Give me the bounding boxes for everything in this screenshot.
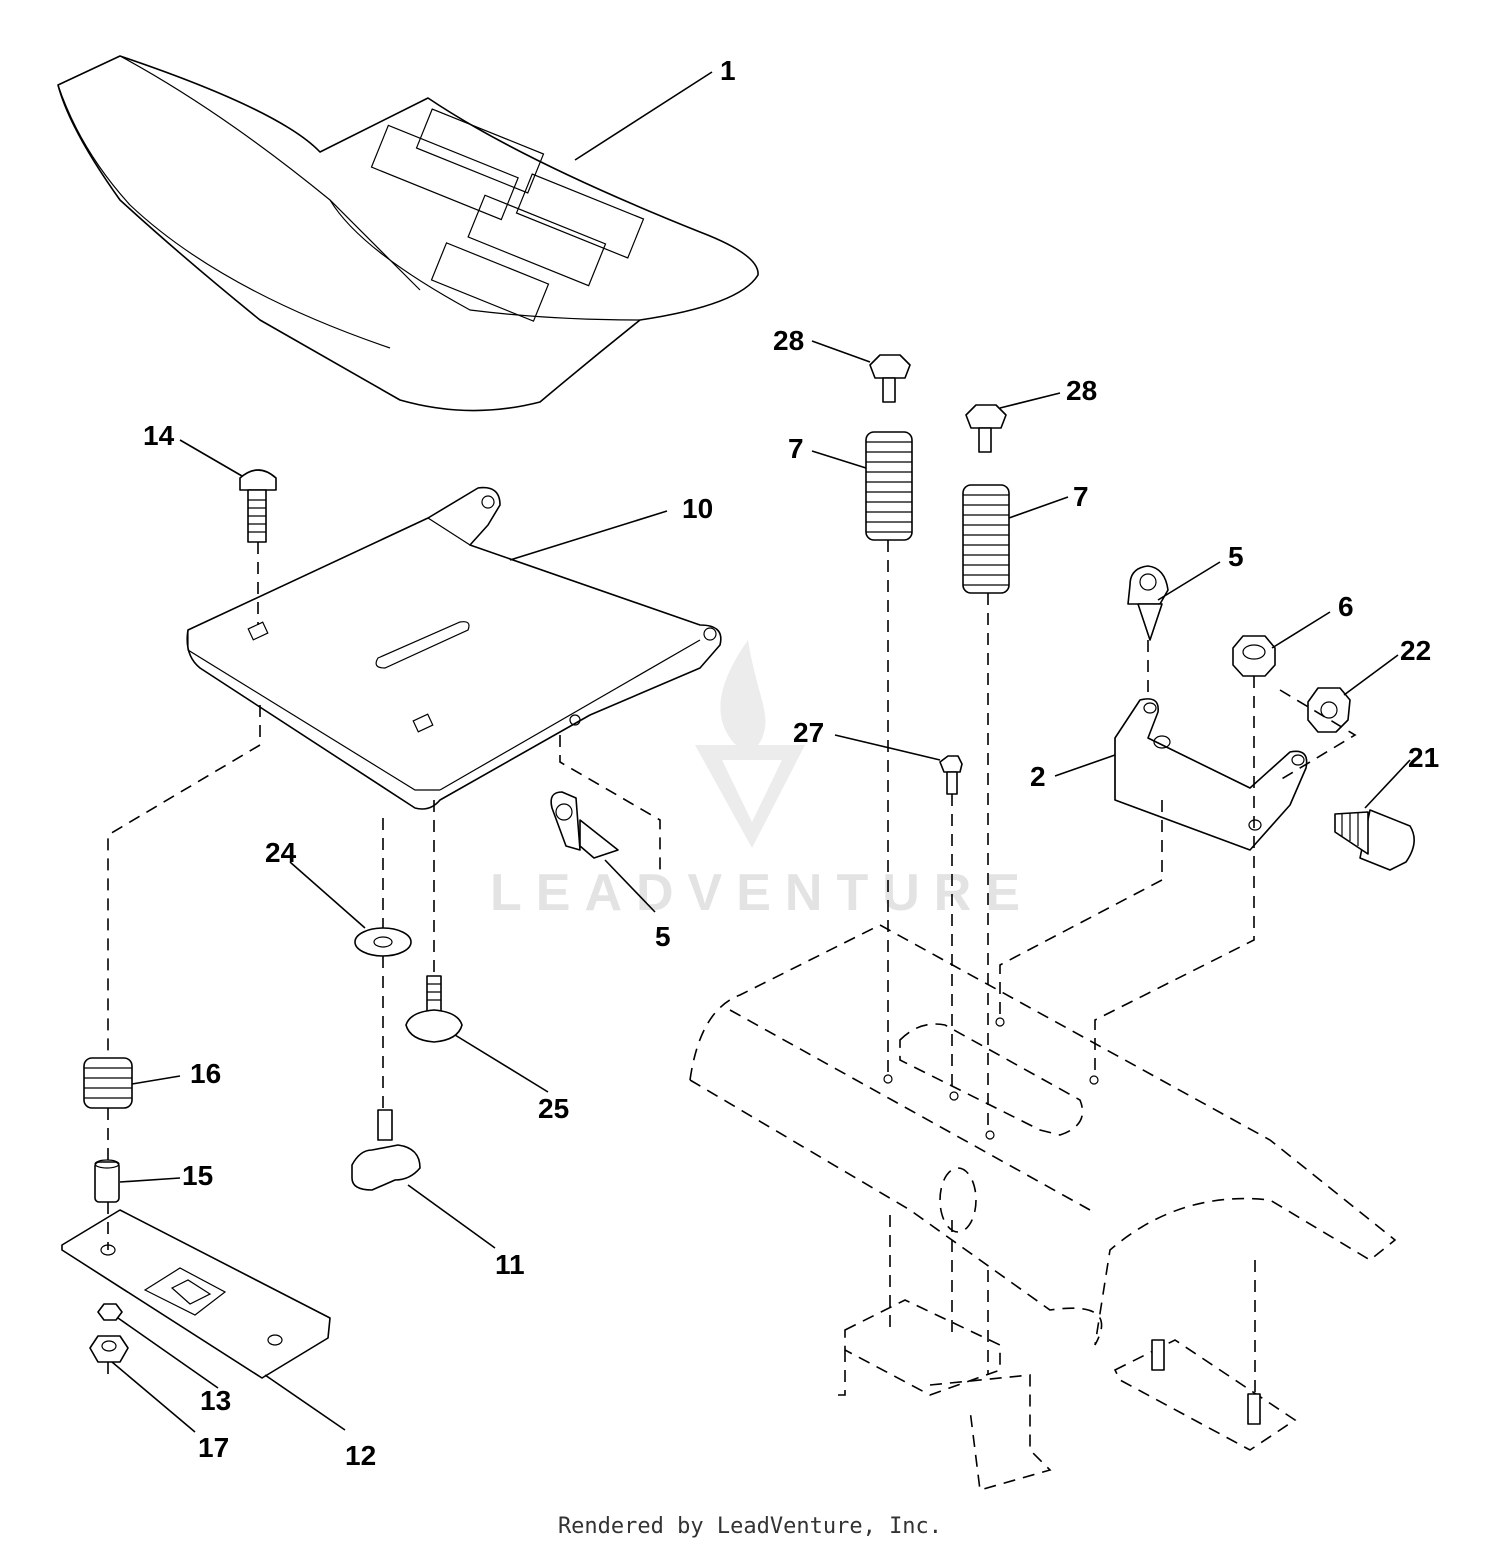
callout-labels: 1 2 5 5 6 7 7 10 11 12 13 14 15 16 17 21… (143, 55, 1439, 1471)
spring-part-7-left (865, 431, 913, 541)
callout-7-left: 7 (788, 433, 804, 464)
watermark: LEADVENTURE (490, 640, 1034, 922)
callout-13: 13 (200, 1385, 231, 1416)
clip-part-5-right (1127, 565, 1169, 641)
shoulder-bolt-part-21 (1334, 809, 1415, 871)
leader-lines (111, 71, 1411, 1433)
bracket-part-2 (1114, 698, 1308, 851)
clip-part-5-left (550, 791, 619, 859)
callout-16: 16 (190, 1058, 221, 1089)
screw-part-28-right (965, 404, 1007, 453)
callout-1: 1 (720, 55, 736, 86)
callout-24: 24 (265, 837, 297, 868)
callout-28-left: 28 (773, 325, 804, 356)
lock-nut-part-6 (1232, 635, 1276, 677)
callout-2: 2 (1030, 761, 1046, 792)
callout-6: 6 (1338, 591, 1354, 622)
callout-21: 21 (1408, 742, 1439, 773)
screw-part-28-left (869, 354, 911, 403)
callout-10: 10 (682, 493, 713, 524)
seat-pan-part-10 (186, 486, 722, 810)
mounting-plate-part-12 (61, 1209, 331, 1379)
screw-part-27 (939, 755, 963, 795)
bolt-part-25 (405, 975, 463, 1043)
tractor-frame-outline (689, 924, 1397, 1492)
nut-part-22 (1307, 687, 1351, 733)
callout-5-right: 5 (1228, 541, 1244, 572)
washer-part-24 (354, 927, 412, 957)
seat-part-1 (57, 55, 759, 412)
nut-part-17 (89, 1335, 129, 1363)
knob-part-11 (351, 1109, 421, 1191)
spring-part-16 (83, 1057, 133, 1109)
callout-27: 27 (793, 717, 824, 748)
callout-7-right: 7 (1073, 481, 1089, 512)
carriage-bolt-part-14 (239, 469, 277, 543)
callout-11: 11 (495, 1249, 525, 1280)
footer-credit: Rendered by LeadVenture, Inc. (557, 1514, 943, 1539)
spring-part-7-right (962, 484, 1010, 594)
spacer-part-15 (94, 1159, 120, 1203)
callout-25: 25 (538, 1093, 569, 1124)
callout-12: 12 (345, 1440, 376, 1471)
watermark-text: LEADVENTURE (490, 864, 1034, 922)
assembly-lines (107, 540, 1357, 1380)
callout-28-right: 28 (1066, 375, 1097, 406)
callout-15: 15 (182, 1160, 213, 1191)
callout-5-left: 5 (655, 921, 671, 952)
callout-14: 14 (143, 420, 175, 451)
callout-17: 17 (198, 1432, 229, 1463)
callout-22: 22 (1400, 635, 1431, 666)
screw-part-13 (97, 1303, 123, 1321)
